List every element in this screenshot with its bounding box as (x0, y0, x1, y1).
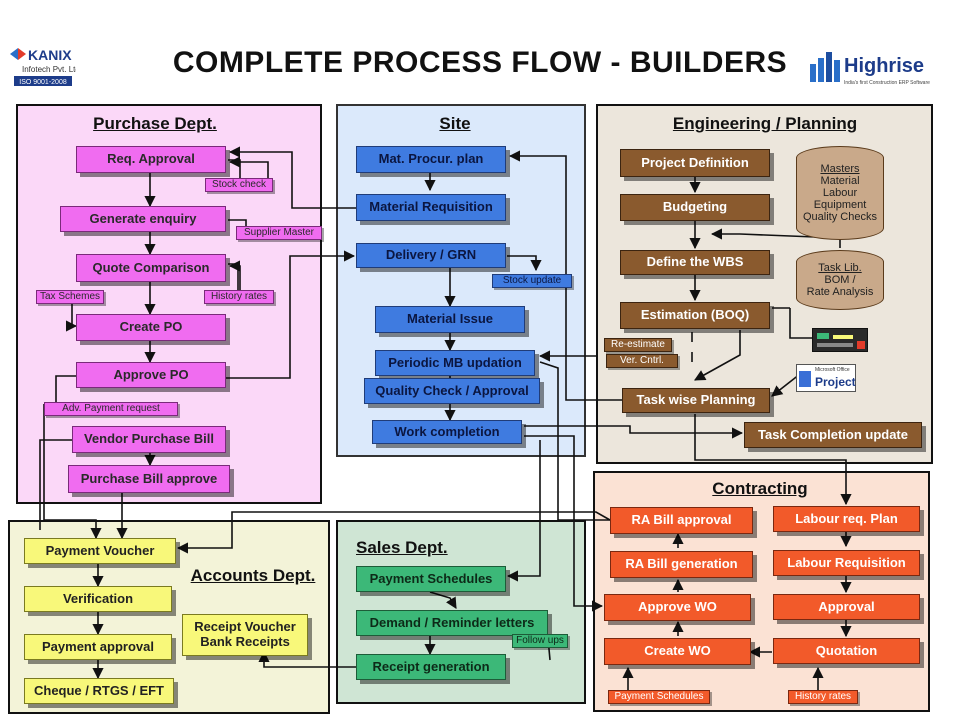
ms-project-line2: Project (815, 375, 856, 389)
task-lib-database: Task Lib. BOM / Rate Analysis (796, 250, 884, 310)
approval-box: Approval (773, 594, 920, 620)
engineering-title: Engineering / Planning (672, 114, 858, 133)
mat-procur-box: Mat. Procur. plan (356, 146, 506, 173)
receipt-voucher-box: Receipt Voucher Bank Receipts (182, 614, 308, 656)
tax-schemes-label: Tax Schemes (36, 290, 104, 304)
masters-database: Masters Material Labour Equipment Qualit… (796, 146, 884, 240)
highrise-brand: Highrise (844, 55, 924, 77)
kanix-iso: ISO 9001-2008 (19, 79, 67, 86)
highrise-logo: Highrise India's first Construction ERP … (808, 48, 953, 90)
work-completion-box: Work completion (372, 420, 522, 444)
supplier-master-label: Supplier Master (236, 226, 322, 240)
site-title: Site (439, 114, 471, 133)
periodic-mb-box: Periodic MB updation (375, 350, 535, 376)
task-completion-box: Task Completion update (744, 422, 922, 448)
task-lib-rate: Rate Analysis (806, 286, 874, 298)
spreadsheet-icon (812, 328, 868, 352)
follow-ups-label: Follow ups (512, 634, 568, 648)
labour-req-plan-box: Labour req. Plan (773, 506, 920, 532)
ver-cntrl-label: Ver. Cntrl. (606, 354, 678, 368)
create-po-box: Create PO (76, 314, 226, 341)
material-req-box: Material Requisition (356, 194, 506, 221)
verification-box: Verification (24, 586, 172, 612)
ra-generation-box: RA Bill generation (610, 551, 753, 578)
accounts-title: Accounts Dept. (190, 566, 316, 585)
stock-update-label: Stock update (492, 274, 572, 288)
stock-check-label: Stock check (205, 178, 273, 192)
ms-project-line1: Microsoft Office (815, 367, 850, 373)
labour-requisition-box: Labour Requisition (773, 550, 920, 576)
masters-quality-checks: Quality Checks (803, 211, 877, 223)
re-estimate-label: Re-estimate (604, 338, 672, 352)
approve-po-box: Approve PO (76, 362, 226, 388)
ms-project-icon: Microsoft Office Project (796, 364, 856, 392)
masters-material: Material (820, 175, 860, 187)
create-wo-box: Create WO (604, 638, 751, 665)
delivery-grn-box: Delivery / GRN (356, 243, 506, 268)
estimation-box: Estimation (BOQ) (620, 302, 770, 329)
purchase-history-rates-label: History rates (204, 290, 274, 304)
masters-heading: Masters (820, 163, 860, 175)
contracting-payment-schedules-label: Payment Schedules (608, 690, 710, 704)
page-title: COMPLETE PROCESS FLOW - BUILDERS (172, 46, 788, 79)
demand-letters-box: Demand / Reminder letters (356, 610, 548, 636)
generate-enquiry-box: Generate enquiry (60, 206, 226, 232)
task-planning-box: Task wise Planning (622, 388, 770, 413)
sales-payment-schedules-box: Payment Schedules (356, 566, 506, 592)
receipt-generation-box: Receipt generation (356, 654, 506, 680)
vendor-bill-box: Vendor Purchase Bill (72, 426, 226, 453)
quotation-box: Quotation (773, 638, 920, 664)
budgeting-box: Budgeting (620, 194, 770, 221)
kanix-line1: Infotech Pvt. Ltd. (22, 65, 76, 74)
contracting-title: Contracting (712, 479, 808, 498)
sales-title: Sales Dept. (356, 538, 448, 557)
define-wbs-box: Define the WBS (620, 250, 770, 275)
cheque-box: Cheque / RTGS / EFT (24, 678, 174, 704)
masters-labour: Labour (822, 187, 858, 199)
contracting-history-rates-label: History rates (788, 690, 858, 704)
task-lib-heading: Task Lib. (818, 262, 862, 274)
payment-approval-box: Payment approval (24, 634, 172, 660)
task-lib-bom: BOM / (824, 274, 856, 286)
masters-equipment: Equipment (813, 199, 867, 211)
adv-payment-label: Adv. Payment request (44, 402, 178, 416)
purchase-title: Purchase Dept. (93, 114, 217, 133)
receipt-voucher-line2: Bank Receipts (200, 634, 290, 649)
bill-approve-box: Purchase Bill approve (68, 465, 230, 493)
req-approval-box: Req. Approval (76, 146, 226, 173)
material-issue-box: Material Issue (375, 306, 525, 333)
quality-check-box: Quality Check / Approval (364, 378, 540, 404)
receipt-voucher-line1: Receipt Voucher (194, 619, 296, 635)
ra-approval-box: RA Bill approval (610, 507, 753, 534)
quote-comparison-box: Quote Comparison (76, 254, 226, 282)
highrise-tagline: India's first Construction ERP Software (844, 80, 930, 86)
kanix-logo: KANIX Infotech Pvt. Ltd. ISO 9001-2008 (8, 46, 82, 92)
payment-voucher-box: Payment Voucher (24, 538, 176, 564)
project-def-box: Project Definition (620, 149, 770, 177)
kanix-brand: KANIX (28, 47, 72, 63)
approve-wo-box: Approve WO (604, 594, 751, 621)
